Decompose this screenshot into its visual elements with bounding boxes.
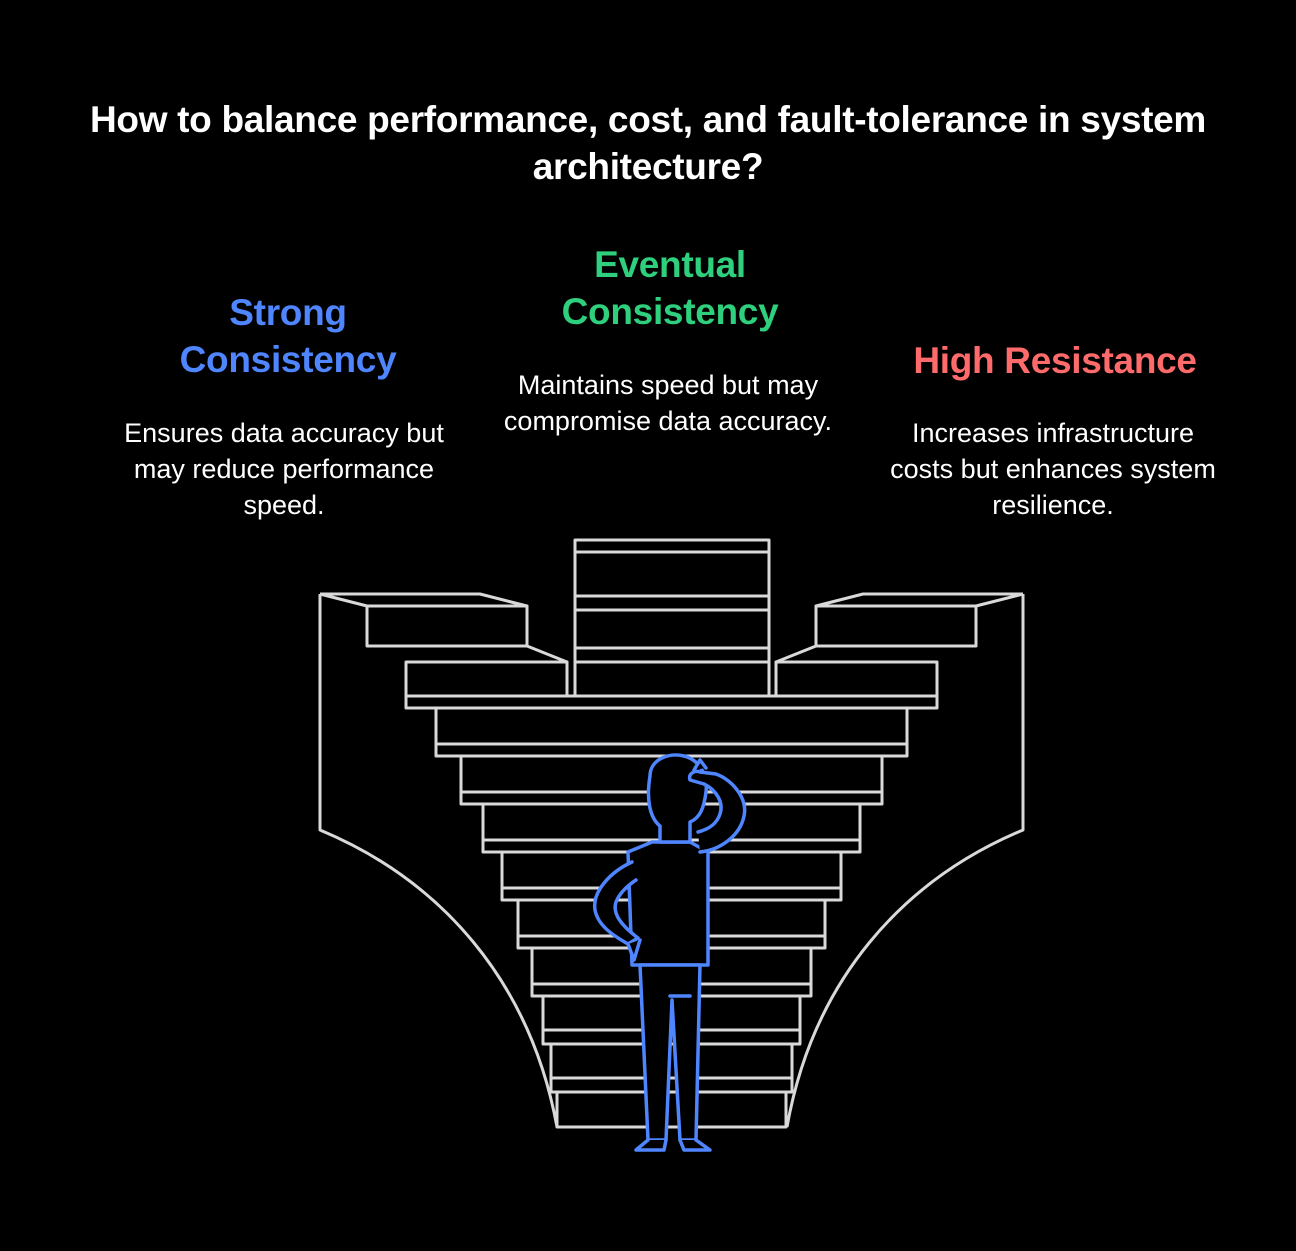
strong-consistency-heading: Strong Consistency xyxy=(179,292,397,380)
eventual-consistency-description: Maintains speed but may compromise data … xyxy=(503,370,833,436)
thinking-person-icon xyxy=(593,753,747,1152)
high-resistance-heading: High Resistance xyxy=(913,340,1197,381)
strong-consistency-description: Ensures data accuracy but may reduce per… xyxy=(124,418,444,520)
high-resistance-description: Increases infrastructure costs but enhan… xyxy=(890,418,1216,520)
page-title: How to balance performance, cost, and fa… xyxy=(89,99,1207,187)
eventual-consistency-heading: Eventual Consistency xyxy=(561,244,779,332)
